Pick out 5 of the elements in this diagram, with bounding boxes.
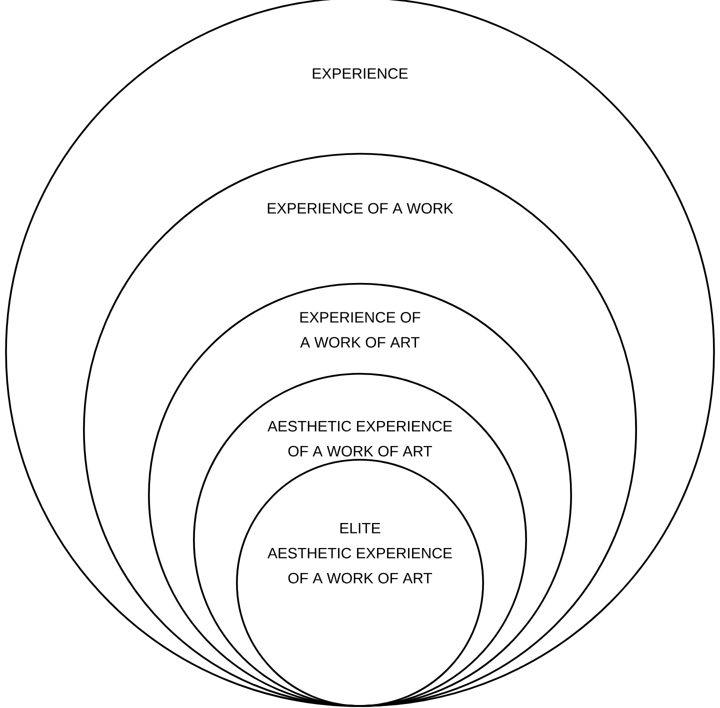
circle-label: EXPERIENCE: [312, 68, 408, 79]
circle-label: AESTHETIC EXPERIENCE OF A WORK OF ART: [268, 420, 452, 456]
circle-label: EXPERIENCE OF A WORK OF ART: [300, 312, 420, 348]
circle-label: EXPERIENCE OF A WORK: [268, 202, 454, 214]
circle-label: ELITE AESTHETIC EXPERIENCE OF A WORK OF ART: [268, 522, 452, 584]
